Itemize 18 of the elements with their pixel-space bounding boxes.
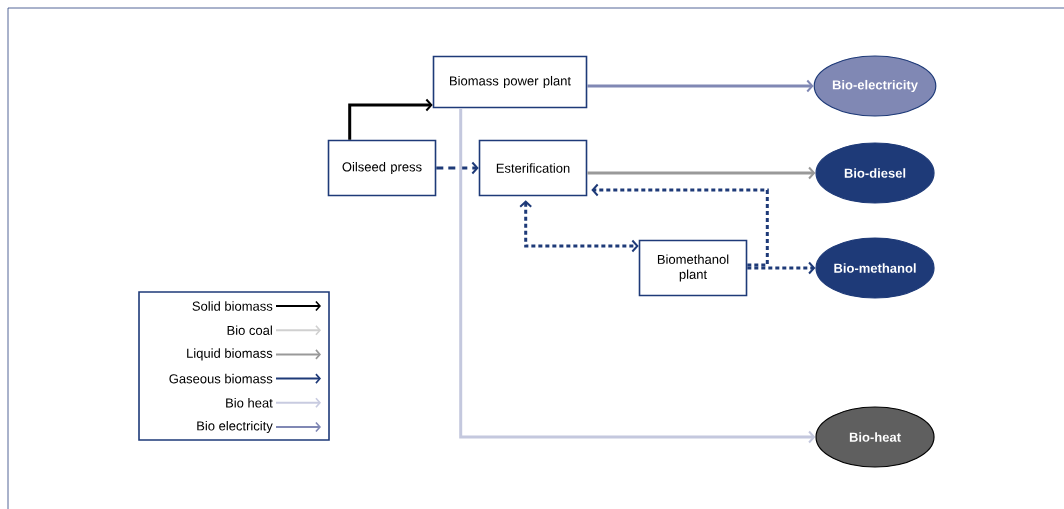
arrow <box>747 261 816 275</box>
legend-label: Gaseous biomass <box>169 373 273 384</box>
legend-label: Bio heat <box>226 398 273 408</box>
process-box: Biomass power plant <box>432 55 588 109</box>
arrow <box>459 108 816 444</box>
arrow <box>348 98 433 140</box>
arrow <box>519 200 639 253</box>
legend-label: Bio coal <box>227 325 272 335</box>
arrow <box>587 166 816 180</box>
legend-label: Solid biomass <box>192 301 273 311</box>
process-box: Esterification <box>478 139 588 197</box>
arrow <box>587 79 814 93</box>
process-box: Biomethanol plant <box>638 239 748 297</box>
legend-label: Bio electricity <box>197 420 273 434</box>
arrow <box>591 183 769 267</box>
process-box: Oilseed press <box>327 139 437 197</box>
legend-label: Liquid biomass <box>187 348 273 361</box>
arrow <box>436 161 479 175</box>
